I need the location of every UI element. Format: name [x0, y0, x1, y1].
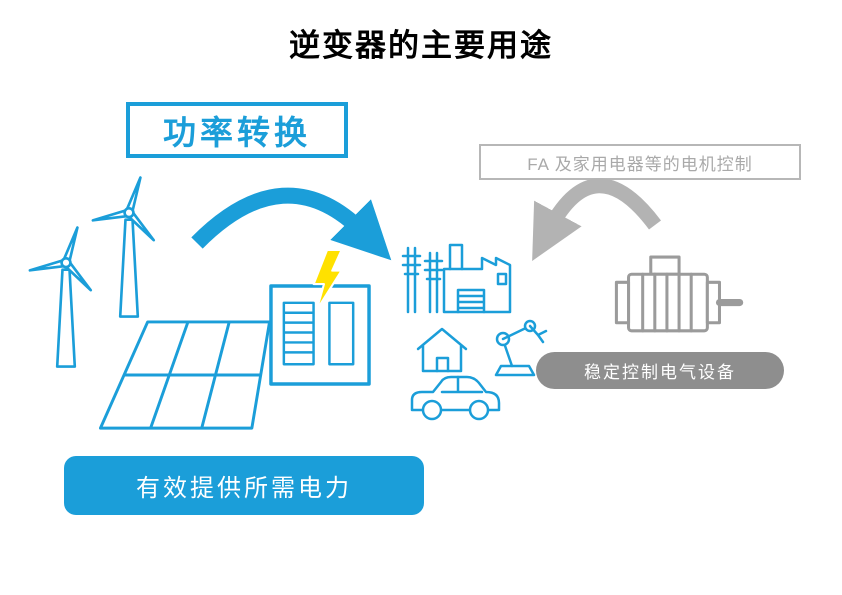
control-flow-arrow-icon — [532, 178, 661, 261]
power-supply-banner: 有效提供所需电力 — [64, 456, 424, 515]
lightning-icon — [312, 248, 343, 311]
motor-control-label-box: FA 及家用电器等的电机控制 — [479, 144, 801, 180]
stable-control-badge: 稳定控制电气设备 — [536, 352, 784, 389]
power-conversion-label: 功率转换 — [163, 114, 311, 151]
stable-control-label: 稳定控制电气设备 — [584, 363, 736, 382]
motor-icon — [614, 255, 744, 333]
city-loads-icon — [401, 243, 548, 421]
power-conversion-label-box: 功率转换 — [126, 102, 348, 158]
wind-turbine-icon — [85, 172, 173, 322]
solar-panel-icon — [98, 320, 272, 430]
power-supply-label: 有效提供所需电力 — [136, 475, 352, 502]
page-title: 逆变器的主要用途 — [289, 28, 553, 63]
motor-control-label: FA 及家用电器等的电机控制 — [527, 154, 753, 174]
power-flow-arrow-icon — [191, 187, 392, 261]
